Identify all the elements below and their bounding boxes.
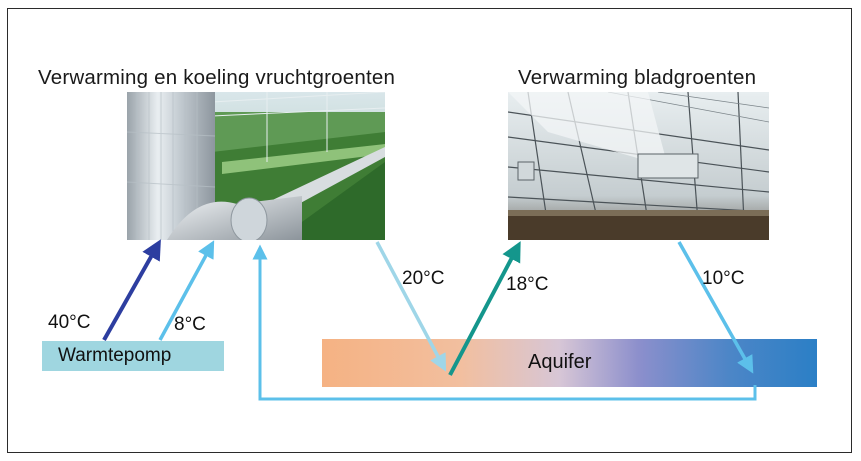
temp-20c-label: 20°C bbox=[402, 268, 445, 289]
temp-8c-label: 8°C bbox=[174, 314, 206, 335]
arrow-10c bbox=[677, 241, 754, 374]
title-fruit-vegetables: Verwarming en koeling vruchtgroenten bbox=[38, 66, 396, 89]
arrow-18c bbox=[448, 241, 521, 376]
greenhouse-photo-fruit-image bbox=[127, 92, 385, 240]
temp-40c-label: 40°C bbox=[48, 312, 91, 333]
warmtepomp-label: Warmtepomp bbox=[58, 345, 172, 366]
warmtepomp-box: Warmtepomp bbox=[42, 341, 224, 371]
arrow-return-loop bbox=[252, 244, 757, 401]
arrow-40c bbox=[102, 239, 161, 341]
aquifer-label: Aquifer bbox=[528, 351, 592, 373]
greenhouse-photo-leafy-image bbox=[508, 92, 769, 240]
title-leafy-vegetables: Verwarming bladgroenten bbox=[518, 66, 757, 89]
aquifer-bar bbox=[322, 339, 817, 387]
arrow-8c bbox=[158, 240, 215, 341]
greenhouse-photo-fruit bbox=[127, 92, 385, 240]
temp-18c-label: 18°C bbox=[506, 274, 549, 295]
greenhouse-photo-leafy bbox=[508, 92, 769, 240]
temp-10c-label: 10°C bbox=[702, 268, 745, 289]
arrow-20c bbox=[375, 241, 447, 372]
